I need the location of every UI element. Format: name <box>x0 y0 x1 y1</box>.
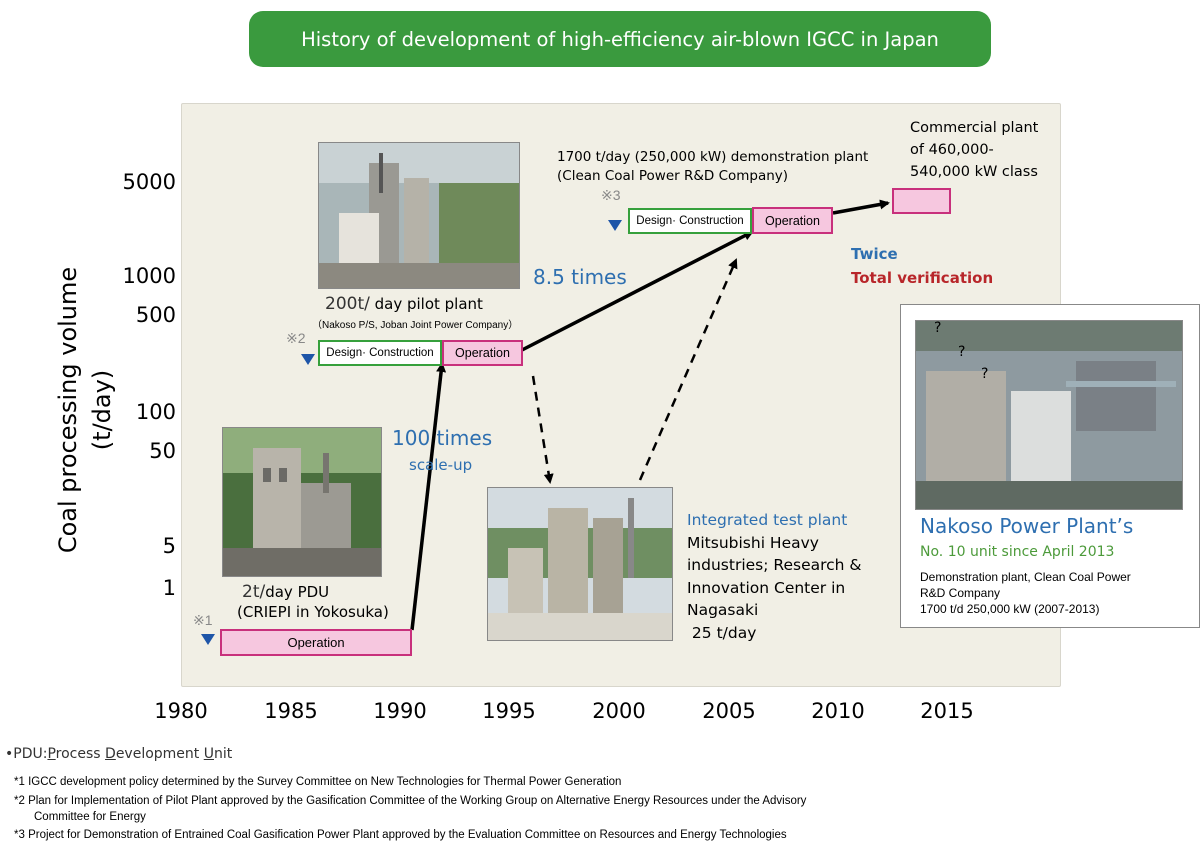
test-plant-caption: Integrated test plant Mitsubishi Heavy i… <box>687 509 862 644</box>
demo-operation-bar: Operation <box>752 207 833 234</box>
pdu-def-nit: nit <box>213 746 233 762</box>
x-tick-1980: 1980 <box>154 699 208 723</box>
nakoso-question-1: ? <box>934 320 942 336</box>
commercial-plant-bar <box>892 188 951 214</box>
pilot-caption-rest: day pilot plant <box>369 295 483 313</box>
pilot-design-bar: Design· Construction <box>318 340 442 366</box>
footnote-2a: *2 Plan for Implementation of Pilot Plan… <box>14 795 807 807</box>
nakoso-detail-3: 1700 t/d 250,000 kW (2007-2013) <box>920 602 1100 616</box>
pilot-caption-big: 200t/ <box>325 294 370 314</box>
nakoso-title: Nakoso Power Plant’s <box>920 514 1134 538</box>
x-tick-2010: 2010 <box>811 699 865 723</box>
demo-marker-triangle <box>608 220 622 231</box>
y-tick-1: 1 <box>162 576 176 600</box>
pilot-plant-image <box>319 143 519 288</box>
pdu-def-p: P <box>47 746 56 762</box>
demo-design-label: Design· Construction <box>636 215 744 227</box>
y-tick-500: 500 <box>135 303 176 327</box>
pilot-marker-triangle <box>301 354 315 365</box>
test-plant-line3: Innovation Center in <box>687 578 846 597</box>
x-tick-2015: 2015 <box>920 699 974 723</box>
x-tick-1995: 1995 <box>482 699 536 723</box>
pdu-caption: 2t/day PDU <box>242 582 329 602</box>
demo-caption-line2: (Clean Coal Power R&D Company) <box>557 168 789 184</box>
y-tick-5: 5 <box>162 534 176 558</box>
pdu-photo-image <box>223 428 381 576</box>
x-tick-2005: 2005 <box>702 699 756 723</box>
hundred-times-label: 100 times <box>392 426 493 450</box>
y-tick-5000: 5000 <box>122 170 176 194</box>
test-plant-line4: Nagasaki <box>687 601 759 619</box>
demo-marker-label: ※3 <box>601 187 621 203</box>
pdu-marker-triangle <box>201 634 215 645</box>
footnote-3: *3 Project for Demonstration of Entraine… <box>14 829 787 841</box>
scale-up-label: scale-up <box>409 456 473 474</box>
nakoso-subtitle: No. 10 unit since April 2013 <box>920 544 1115 560</box>
y-tick-50: 50 <box>149 439 176 463</box>
pdu-def-rocess: rocess <box>55 746 106 762</box>
nakoso-photo <box>915 320 1183 510</box>
commercial-line1: Commercial plant <box>910 120 1039 136</box>
pdu-definition: •PDU:Process Development Unit <box>5 746 232 762</box>
demo-design-bar: Design· Construction <box>628 208 752 234</box>
twice-label: Twice <box>851 245 898 263</box>
x-tick-2000: 2000 <box>592 699 646 723</box>
nakoso-detail-1: Demonstration plant, Clean Coal Power <box>920 570 1131 584</box>
pilot-design-label: Design· Construction <box>326 347 434 359</box>
pdu-operation-bar: Operation <box>220 629 412 656</box>
pilot-operation-label: Operation <box>455 346 510 360</box>
demo-caption-line1: 1700 t/day (250,000 kW) demonstration pl… <box>557 149 869 165</box>
x-tick-1985: 1985 <box>264 699 318 723</box>
nakoso-photo-image <box>916 321 1182 509</box>
pilot-to-demo-arrow <box>521 230 754 352</box>
test-plant-line5: 25 t/day <box>687 623 757 642</box>
footnote-1: *1 IGCC development policy determined by… <box>14 776 622 788</box>
demo-caption: 1700 t/day (250,000 kW) demonstration pl… <box>557 148 868 186</box>
nakoso-question-3: ? <box>981 366 989 382</box>
pdu-def-u: U <box>203 746 214 762</box>
pdu-def-evelopment: evelopment <box>115 746 204 762</box>
demo-operation-label: Operation <box>765 213 820 228</box>
nakoso-detail-2: R&D Company <box>920 586 1001 600</box>
pdu-def-d: D <box>105 746 116 762</box>
pdu-caption-rest: day PDU <box>265 583 330 601</box>
pilot-plant-photo <box>318 142 520 289</box>
nakoso-question-2: ? <box>958 344 966 360</box>
footnote-2b: Committee for Energy <box>34 811 146 823</box>
pdu-operation-label: Operation <box>287 635 345 650</box>
test-plant-photo <box>487 487 673 641</box>
title: History of development of high-efficienc… <box>301 27 939 51</box>
pilot-to-test-dashed-arrow <box>531 375 554 484</box>
nakoso-details: Demonstration plant, Clean Coal Power R&… <box>920 569 1131 617</box>
commercial-line2: of 460,000- <box>910 142 994 158</box>
test-plant-line1: Mitsubishi Heavy <box>687 533 819 552</box>
demo-to-commercial-arrow <box>832 199 890 215</box>
y-tick-100: 100 <box>135 400 176 424</box>
pdu-caption-line2: (CRIEPI in Yokosuka) <box>237 603 389 621</box>
y-tick-1000: 1000 <box>122 264 176 288</box>
commercial-line3: 540,000 kW class <box>910 164 1038 180</box>
pdu-marker-label: ※1 <box>193 612 213 628</box>
title-banner: History of development of high-efficienc… <box>249 11 991 67</box>
test-plant-title: Integrated test plant <box>687 511 848 529</box>
pdu-def-prefix: •PDU: <box>5 746 48 762</box>
pdu-caption-big: 2t/ <box>242 582 266 602</box>
x-tick-1990: 1990 <box>373 699 427 723</box>
test-to-demo-dashed-arrow <box>638 258 738 481</box>
total-verification-label: Total verification <box>851 269 994 287</box>
pilot-caption: 200t/ day pilot plant <box>325 294 483 314</box>
test-plant-image <box>488 488 672 640</box>
commercial-caption: Commercial plant of 460,000- 540,000 kW … <box>910 117 1038 183</box>
pdu-photo <box>222 427 382 577</box>
eight-five-times-label: 8.5 times <box>533 265 627 289</box>
pilot-caption-line2: （Nakoso P/S, Joban Joint Power Company） <box>312 320 519 331</box>
test-plant-line2: industries; Research & <box>687 556 862 574</box>
pilot-operation-bar: Operation <box>442 340 523 366</box>
pdu-to-pilot-arrow <box>410 362 447 631</box>
pilot-marker-label: ※2 <box>286 330 306 346</box>
